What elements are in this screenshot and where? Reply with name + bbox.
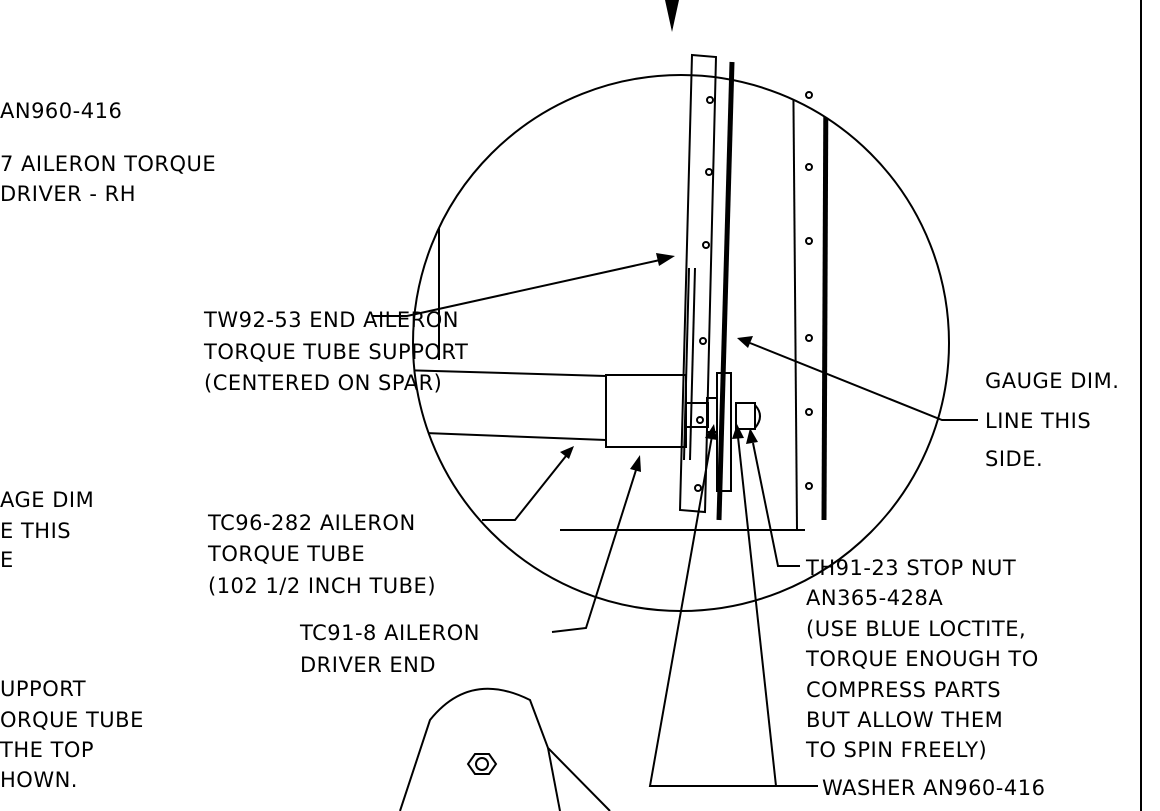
- label-washer-top: AN960-416: [0, 99, 122, 123]
- label-th91-3: (USE BLUE LOCTITE,: [806, 617, 1026, 641]
- label-support-2: ORQUE TUBE: [0, 708, 144, 732]
- bellcrank: [399, 687, 611, 811]
- tc96-arrow: [560, 446, 574, 459]
- torque-tube-top: [413, 369, 607, 377]
- label-th91-2: AN365-428A: [806, 586, 943, 610]
- label-support-3: THE TOP: [0, 738, 94, 762]
- stop-nut: [735, 402, 756, 430]
- label-gauge-left-2: E THIS: [0, 519, 71, 543]
- washer-leader-bottom-2: [737, 436, 777, 787]
- label-th91-5: COMPRESS PARTS: [806, 678, 1001, 702]
- label-tc96-2: TORQUE TUBE: [207, 542, 365, 566]
- washer-leader-bottom: [648, 435, 818, 787]
- support-plate-strip: [683, 267, 690, 461]
- tc91-leader: [551, 469, 637, 633]
- support-plate-thick-edge: [716, 61, 735, 521]
- label-gauge-left-1: AGE DIM: [0, 488, 94, 512]
- top-arrow-head: [665, 0, 679, 32]
- label-tw-3: (CENTERED ON SPAR): [204, 371, 442, 395]
- label-driver-rh-2: DRIVER - RH: [0, 182, 136, 206]
- label-th91-1: TH91-23 STOP NUT: [805, 556, 1016, 580]
- tc96-leader: [482, 455, 567, 521]
- support-plate-strip-2: [689, 267, 696, 461]
- label-th91-7: TO SPIN FREELY): [805, 738, 987, 762]
- label-tc91-1: TC91-8 AILERON: [299, 621, 480, 645]
- plate-holes: [694, 96, 714, 492]
- washer-arrow-1: [705, 424, 717, 440]
- torque-tube-bottom: [413, 431, 607, 441]
- label-driver-rh-1: 7 AILERON TORQUE: [0, 152, 216, 176]
- label-support-1: UPPORT: [0, 677, 86, 701]
- label-support-4: HOWN.: [0, 768, 78, 792]
- label-tc91-2: DRIVER END: [300, 653, 436, 677]
- driver-end-collar: [605, 374, 687, 448]
- support-plate: [678, 53, 718, 514]
- label-th91-4: TORQUE ENOUGH TO: [805, 647, 1039, 671]
- stop-nut-cap: [754, 404, 761, 429]
- tw-leader: [372, 259, 661, 317]
- tc91-arrow: [630, 455, 641, 472]
- label-washer-bottom: WASHER AN960-416: [822, 776, 1045, 800]
- label-gauge-left-3: E: [0, 548, 14, 572]
- spar-holes: [805, 91, 813, 490]
- label-tw-1: TW92-53 END AILERON: [203, 308, 459, 332]
- washer-arrow-2: [732, 424, 744, 439]
- gauge-right-arrow: [737, 336, 753, 348]
- label-gauge-right-1: GAUGE DIM.: [985, 369, 1119, 393]
- bolt-stub: [685, 402, 709, 428]
- spar-flange-thick: [821, 75, 829, 521]
- spar-flange-thin: [792, 75, 798, 531]
- label-th91-6: BUT ALLOW THEM: [806, 708, 1003, 732]
- th91-leader: [752, 442, 800, 567]
- label-gauge-right-3: SIDE.: [985, 447, 1043, 471]
- label-tc96-1: TC96-282 AILERON: [207, 511, 416, 535]
- th91-arrow: [746, 428, 758, 444]
- gauge-right-leader: [749, 342, 978, 421]
- label-tw-2: TORQUE TUBE SUPPORT: [203, 340, 468, 364]
- label-tc96-3: (102 1/2 INCH TUBE): [208, 574, 436, 598]
- detail-content: [413, 75, 829, 531]
- label-gauge-right-2: LINE THIS: [985, 409, 1091, 433]
- tw-arrow: [656, 253, 675, 266]
